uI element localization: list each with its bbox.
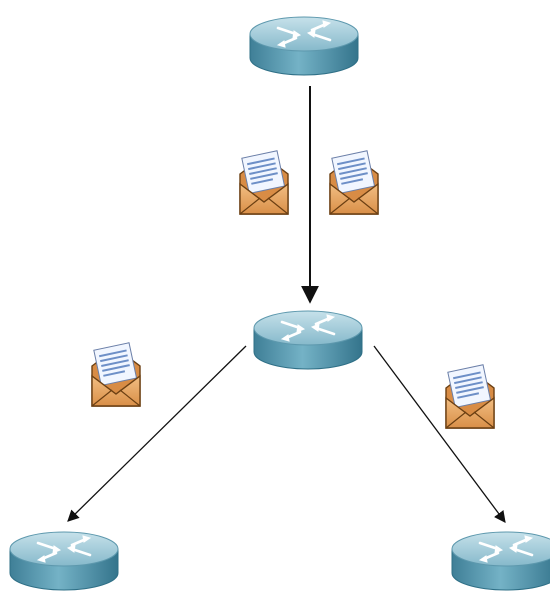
router-bottom-left [8,530,120,592]
link-middle-to-bottom-left [67,345,247,522]
packet-envelope-1 [239,149,289,215]
router-top [248,15,360,77]
envelope-icon [329,149,379,215]
router-icon [248,15,360,77]
envelope-icon [91,341,141,407]
router-icon [450,530,550,592]
packet-envelope-2 [329,149,379,215]
router-icon [8,530,120,592]
router-bottom-right [450,530,550,592]
link-middle-to-bottom-right [373,345,506,523]
router-icon [252,309,364,371]
envelope-icon [445,363,495,429]
packet-envelope-4 [445,363,495,429]
router-middle [252,309,364,371]
packet-envelope-3 [91,341,141,407]
envelope-icon [239,149,289,215]
